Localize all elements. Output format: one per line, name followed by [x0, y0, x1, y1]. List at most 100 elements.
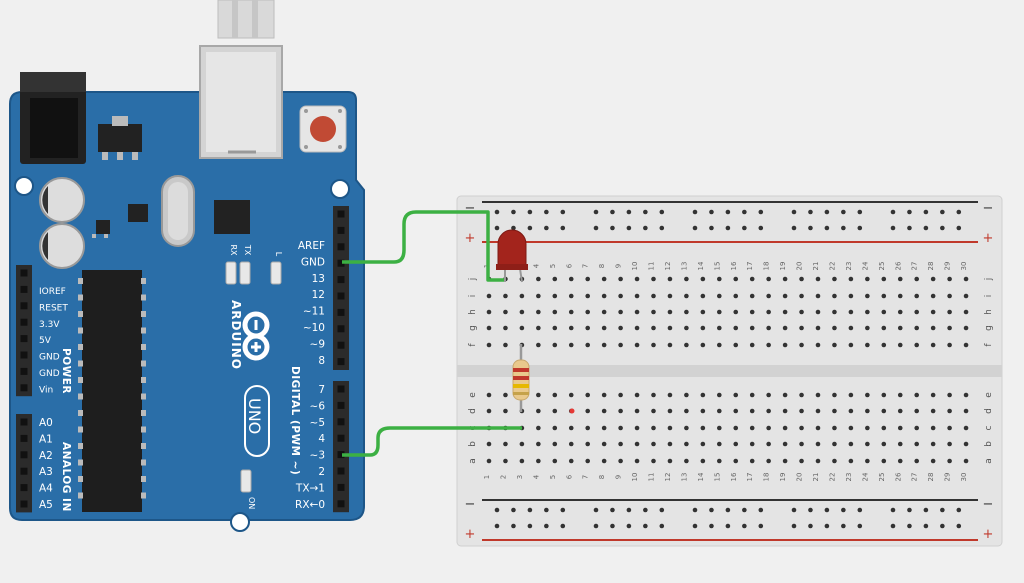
breadboard-hole[interactable] [947, 392, 952, 398]
breadboard-hole[interactable] [881, 441, 887, 447]
header-socket[interactable] [337, 401, 345, 409]
breadboard-hole[interactable] [815, 441, 821, 447]
header-socket[interactable] [20, 285, 28, 293]
rail-hole[interactable] [709, 507, 714, 513]
breadboard-hole[interactable] [618, 458, 623, 464]
breadboard-hole[interactable] [799, 293, 804, 299]
rail-hole[interactable] [725, 507, 731, 513]
rail-hole[interactable] [659, 225, 665, 231]
rail-hole[interactable] [692, 523, 698, 529]
breadboard-hole[interactable] [914, 392, 919, 398]
rail-hole[interactable] [890, 225, 896, 231]
breadboard-hole[interactable] [568, 309, 574, 315]
breadboard-hole[interactable] [536, 342, 541, 348]
breadboard-hole[interactable] [634, 425, 640, 431]
breadboard-hole[interactable] [930, 309, 936, 315]
rail-hole[interactable] [692, 225, 698, 231]
rail-hole[interactable] [511, 523, 516, 529]
breadboard-hole[interactable] [667, 441, 673, 447]
breadboard-hole[interactable] [568, 441, 574, 447]
breadboard-hole[interactable] [766, 293, 771, 299]
breadboard-hole[interactable] [930, 458, 936, 464]
rail-hole[interactable] [593, 523, 599, 529]
rail-hole[interactable] [857, 209, 863, 215]
breadboard-hole[interactable] [585, 309, 590, 315]
breadboard-hole[interactable] [601, 425, 607, 431]
rail-hole[interactable] [626, 209, 632, 215]
breadboard-hole[interactable] [536, 425, 541, 431]
rail-hole[interactable] [841, 507, 846, 513]
header-socket[interactable] [337, 451, 345, 459]
rail-hole[interactable] [725, 225, 731, 231]
breadboard-hole[interactable] [832, 441, 837, 447]
breadboard-hole[interactable] [618, 325, 623, 331]
breadboard-hole[interactable] [552, 276, 558, 282]
breadboard-hole[interactable] [667, 325, 673, 331]
breadboard-hole[interactable] [601, 325, 607, 331]
breadboard-hole[interactable] [536, 458, 541, 464]
rail-hole[interactable] [841, 523, 846, 529]
rail-hole[interactable] [824, 523, 830, 529]
breadboard-hole[interactable] [717, 458, 722, 464]
breadboard-hole[interactable] [684, 342, 689, 348]
breadboard-hole[interactable] [634, 276, 640, 282]
breadboard-hole[interactable] [947, 325, 952, 331]
breadboard-hole[interactable] [815, 392, 821, 398]
breadboard-hole[interactable] [667, 392, 673, 398]
breadboard-hole[interactable] [930, 425, 936, 431]
rail-hole[interactable] [956, 507, 962, 513]
breadboard-hole[interactable] [749, 325, 755, 331]
breadboard-hole[interactable] [782, 309, 788, 315]
breadboard-hole[interactable] [536, 276, 541, 282]
rail-hole[interactable] [940, 507, 945, 513]
breadboard-hole[interactable] [815, 458, 821, 464]
breadboard-hole[interactable] [684, 441, 689, 447]
rail-hole[interactable] [709, 225, 714, 231]
rail-hole[interactable] [923, 225, 929, 231]
breadboard-hole[interactable] [503, 392, 508, 398]
rail-hole[interactable] [626, 507, 632, 513]
breadboard-hole[interactable] [601, 392, 607, 398]
breadboard-hole[interactable] [667, 276, 673, 282]
rail-hole[interactable] [527, 209, 533, 215]
breadboard-hole[interactable] [700, 325, 706, 331]
breadboard-hole[interactable] [667, 342, 673, 348]
breadboard-hole[interactable] [881, 425, 887, 431]
breadboard-hole[interactable] [486, 293, 492, 299]
breadboard-hole[interactable] [930, 325, 936, 331]
breadboard-hole[interactable] [848, 276, 854, 282]
breadboard-hole[interactable] [897, 425, 903, 431]
breadboard-hole[interactable] [503, 293, 508, 299]
rail-hole[interactable] [841, 209, 846, 215]
breadboard-hole[interactable] [914, 342, 919, 348]
rail-hole[interactable] [626, 523, 632, 529]
breadboard-hole[interactable] [832, 276, 837, 282]
breadboard-hole[interactable] [865, 441, 870, 447]
breadboard-hole[interactable] [618, 276, 623, 282]
breadboard-hole[interactable] [568, 458, 574, 464]
rail-hole[interactable] [808, 209, 813, 215]
breadboard-hole[interactable] [568, 342, 574, 348]
breadboard-hole[interactable] [799, 458, 804, 464]
breadboard-hole[interactable] [733, 425, 739, 431]
rail-hole[interactable] [511, 225, 516, 231]
breadboard-hole[interactable] [749, 425, 755, 431]
breadboard-hole[interactable] [733, 342, 739, 348]
rail-hole[interactable] [890, 507, 896, 513]
breadboard-hole[interactable] [585, 425, 590, 431]
rail-hole[interactable] [560, 209, 566, 215]
rail-hole[interactable] [841, 225, 846, 231]
header-socket[interactable] [20, 384, 28, 392]
rail-hole[interactable] [610, 523, 615, 529]
rail-hole[interactable] [824, 225, 830, 231]
breadboard-hole[interactable] [717, 441, 722, 447]
breadboard-hole[interactable] [585, 458, 590, 464]
rail-hole[interactable] [610, 225, 615, 231]
rail-hole[interactable] [907, 523, 912, 529]
breadboard-hole[interactable] [766, 342, 771, 348]
rail-hole[interactable] [857, 225, 863, 231]
breadboard-hole[interactable] [848, 392, 854, 398]
breadboard-hole[interactable] [832, 309, 837, 315]
header-socket[interactable] [337, 292, 345, 300]
breadboard-hole[interactable] [634, 325, 640, 331]
